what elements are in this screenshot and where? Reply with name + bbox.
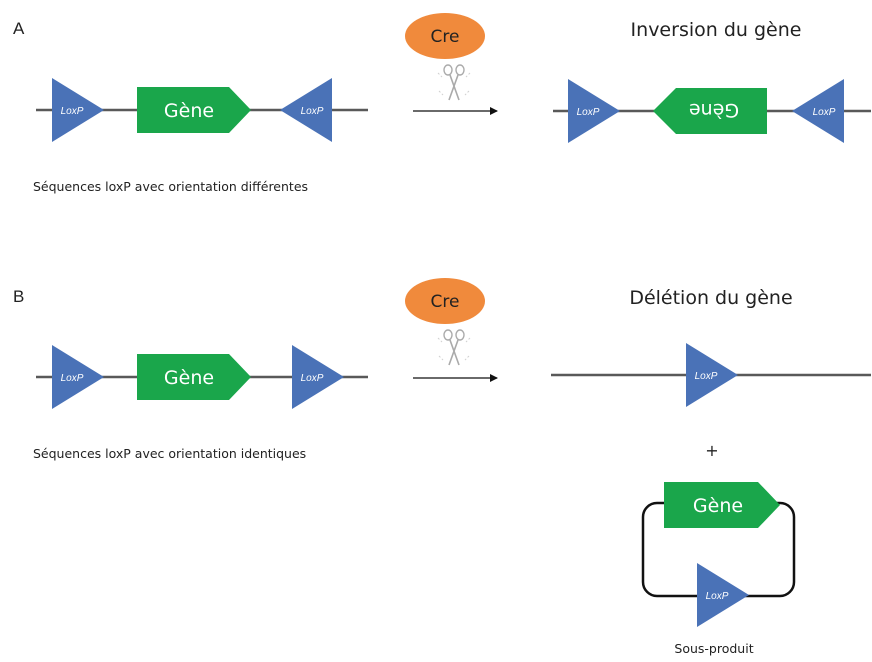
panel-b-input-construct: LoxP Gène LoxP	[36, 345, 368, 409]
panel-b-cre-enzyme: Cre	[405, 278, 485, 324]
gene-block-forward: Gène	[137, 354, 251, 400]
gene-block-forward: Gène	[137, 87, 251, 133]
gene-label-inverted: Gène	[689, 99, 739, 121]
gene-label: Gène	[164, 367, 214, 389]
loxp-label: LoxP	[706, 591, 729, 602]
panel-b-output-construct: LoxP	[551, 343, 871, 407]
scissors-icon	[437, 329, 471, 366]
gene-block-inverted: Gène	[653, 88, 767, 134]
loxp-label: LoxP	[577, 107, 600, 118]
scissors-icon	[437, 64, 471, 101]
loxp-label: LoxP	[813, 107, 836, 118]
byproduct-circle: Gène LoxP	[641, 482, 796, 627]
loxp-label: LoxP	[301, 106, 324, 117]
panel-b-letter: B	[13, 287, 24, 306]
panel-b-caption: Séquences loxP avec orientation identiqu…	[33, 446, 306, 461]
panel-a-output-construct: LoxP Gène LoxP	[553, 79, 871, 143]
cre-label: Cre	[431, 27, 460, 47]
loxp-site-forward: LoxP	[686, 343, 738, 407]
cre-label: Cre	[431, 292, 460, 312]
gene-block-forward: Gène	[664, 482, 780, 528]
loxp-site-reverse: LoxP	[792, 79, 844, 143]
loxp-site-forward: LoxP	[697, 563, 749, 627]
panel-b-title: Délétion du gène	[629, 287, 792, 309]
loxp-site-forward: LoxP	[568, 79, 620, 143]
panel-a-caption: Séquences loxP avec orientation différen…	[33, 179, 308, 194]
loxp-label: LoxP	[695, 371, 718, 382]
gene-label: Gène	[164, 100, 214, 122]
loxp-site-forward: LoxP	[52, 78, 104, 142]
loxp-label: LoxP	[61, 106, 84, 117]
byproduct-gene-label: Gène	[693, 495, 743, 517]
loxp-label: LoxP	[301, 373, 324, 384]
plus-sign: +	[705, 441, 718, 460]
panel-a-letter: A	[13, 19, 25, 38]
loxp-site-forward: LoxP	[292, 345, 344, 409]
panel-a-cre-enzyme: Cre	[405, 13, 485, 59]
byproduct-label: Sous-produit	[674, 641, 753, 656]
loxp-label: LoxP	[61, 373, 84, 384]
panel-a-input-construct: LoxP Gène LoxP	[36, 78, 368, 142]
panel-a-title: Inversion du gène	[631, 19, 802, 41]
loxp-site-reverse: LoxP	[280, 78, 332, 142]
loxp-site-forward: LoxP	[52, 345, 104, 409]
